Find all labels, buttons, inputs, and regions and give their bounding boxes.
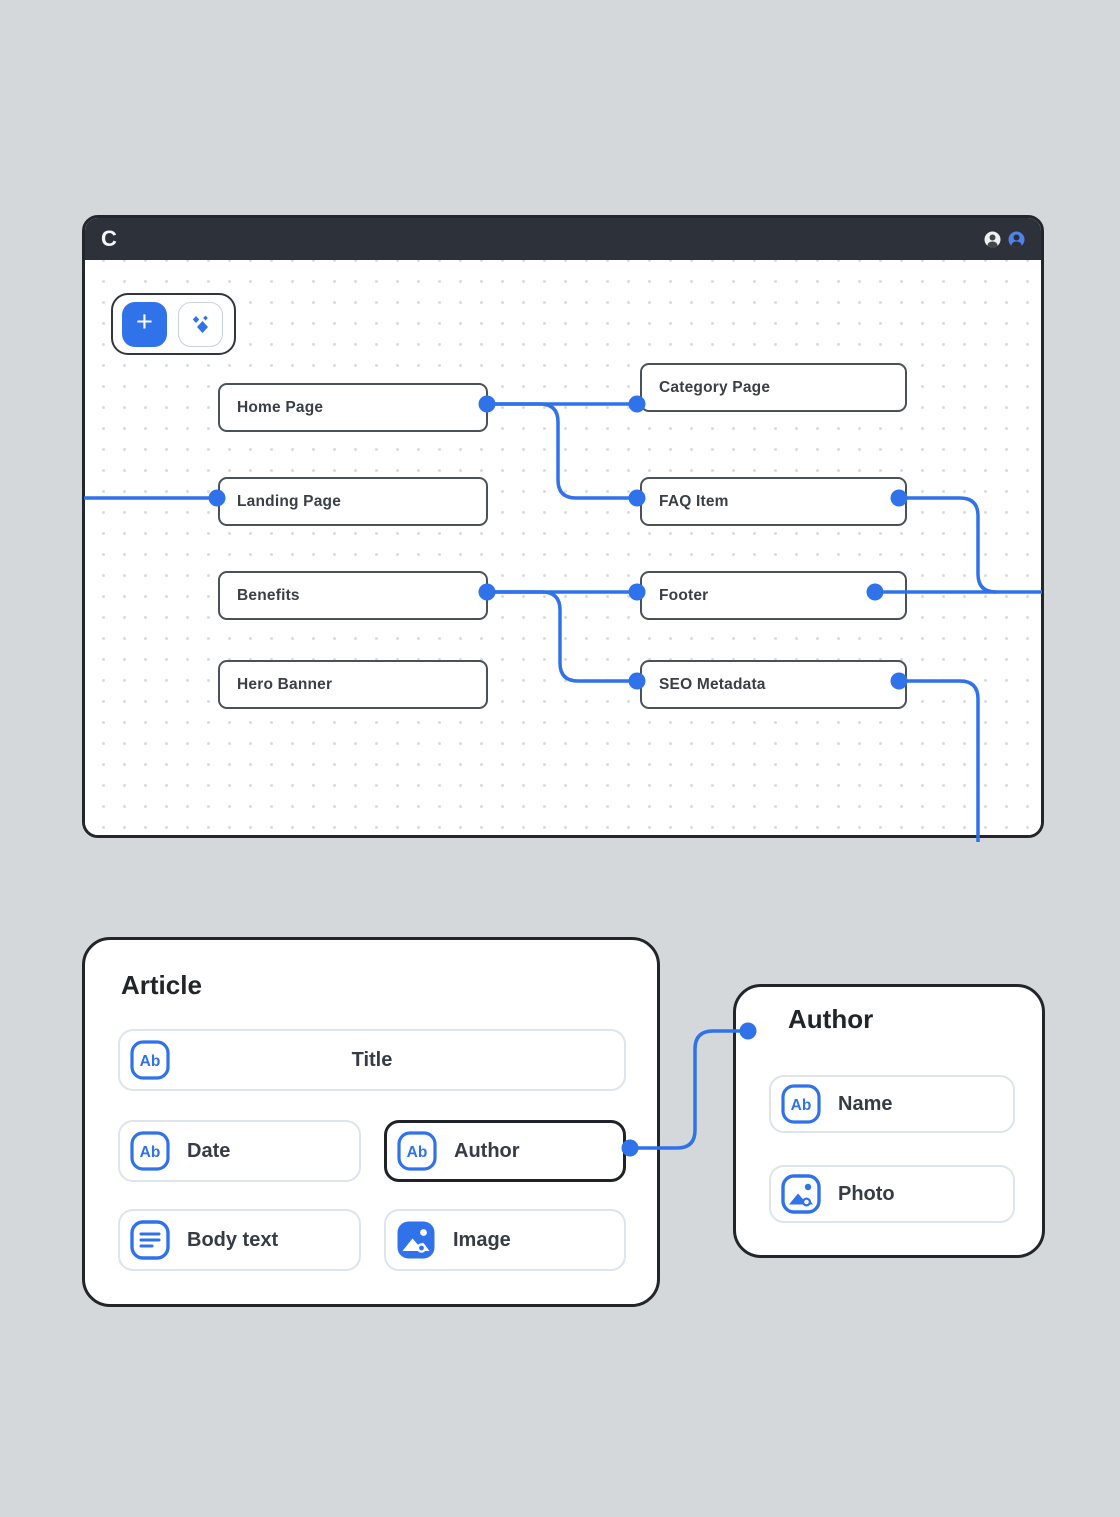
text-field-icon: Ab [781, 1084, 821, 1124]
node-label: Benefits [237, 586, 300, 604]
node-seo-metadata[interactable]: SEO Metadata [640, 660, 907, 709]
field-photo[interactable]: Photo [769, 1165, 1015, 1223]
node-landing-page[interactable]: Landing Page [218, 477, 488, 526]
rich-text-icon [130, 1220, 170, 1260]
text-field-icon: Ab [130, 1040, 170, 1080]
node-label: Landing Page [237, 492, 342, 510]
article-card-title: Article [121, 970, 202, 1000]
svg-text:Ab: Ab [140, 1053, 161, 1070]
node-label: Hero Banner [237, 675, 333, 693]
svg-text:Ab: Ab [407, 1144, 428, 1161]
field-image[interactable]: Image [384, 1209, 626, 1271]
image-icon [397, 1221, 435, 1259]
node-home-page[interactable]: Home Page [218, 383, 488, 432]
diagram-canvas[interactable] [85, 260, 1041, 835]
field-title[interactable]: Ab Title [118, 1029, 626, 1091]
node-category-page[interactable]: Category Page [640, 363, 907, 412]
field-author[interactable]: Ab Author [384, 1120, 626, 1182]
field-date[interactable]: Ab Date [118, 1120, 361, 1182]
field-label: Image [453, 1228, 511, 1251]
node-benefits[interactable]: Benefits [218, 571, 488, 620]
node-footer[interactable]: Footer [640, 571, 907, 620]
field-label: Date [187, 1139, 231, 1162]
ai-assist-button[interactable] [178, 301, 223, 347]
app-window: C [82, 215, 1044, 838]
add-node-button[interactable]: + [122, 301, 167, 347]
sparkles-icon [192, 315, 208, 333]
text-field-icon: Ab [397, 1131, 437, 1171]
node-hero-banner[interactable]: Hero Banner [218, 660, 488, 709]
node-label: Category Page [659, 378, 771, 396]
node-label: SEO Metadata [659, 675, 766, 693]
node-label: Home Page [237, 398, 324, 416]
field-label: Title [351, 1048, 393, 1071]
photo-icon [781, 1174, 821, 1214]
collaborator-avatars [984, 231, 1025, 248]
field-label: Body text [187, 1228, 279, 1251]
node-label: FAQ Item [659, 492, 729, 510]
svg-text:Ab: Ab [140, 1144, 161, 1161]
svg-text:Ab: Ab [791, 1097, 812, 1114]
canvas-toolbar: + [111, 293, 236, 355]
person-avatar-light-icon[interactable] [984, 231, 1001, 248]
field-body-text[interactable]: Body text [118, 1209, 361, 1271]
node-label: Footer [659, 586, 709, 604]
author-card-title: Author [788, 1004, 874, 1034]
node-faq-item[interactable]: FAQ Item [640, 477, 907, 526]
plus-icon: + [136, 306, 153, 338]
field-label: Photo [838, 1182, 895, 1205]
article-card: Article Ab Title Ab Date Ab Author [82, 937, 660, 1307]
field-label: Author [454, 1139, 520, 1162]
field-name[interactable]: Ab Name [769, 1075, 1015, 1133]
author-card: Author Ab Name Photo [733, 984, 1045, 1258]
person-avatar-blue-icon[interactable] [1008, 231, 1025, 248]
text-field-icon: Ab [130, 1131, 170, 1171]
app-logo: C [101, 226, 117, 251]
field-label: Name [838, 1092, 893, 1115]
window-titlebar: C [85, 218, 1041, 260]
